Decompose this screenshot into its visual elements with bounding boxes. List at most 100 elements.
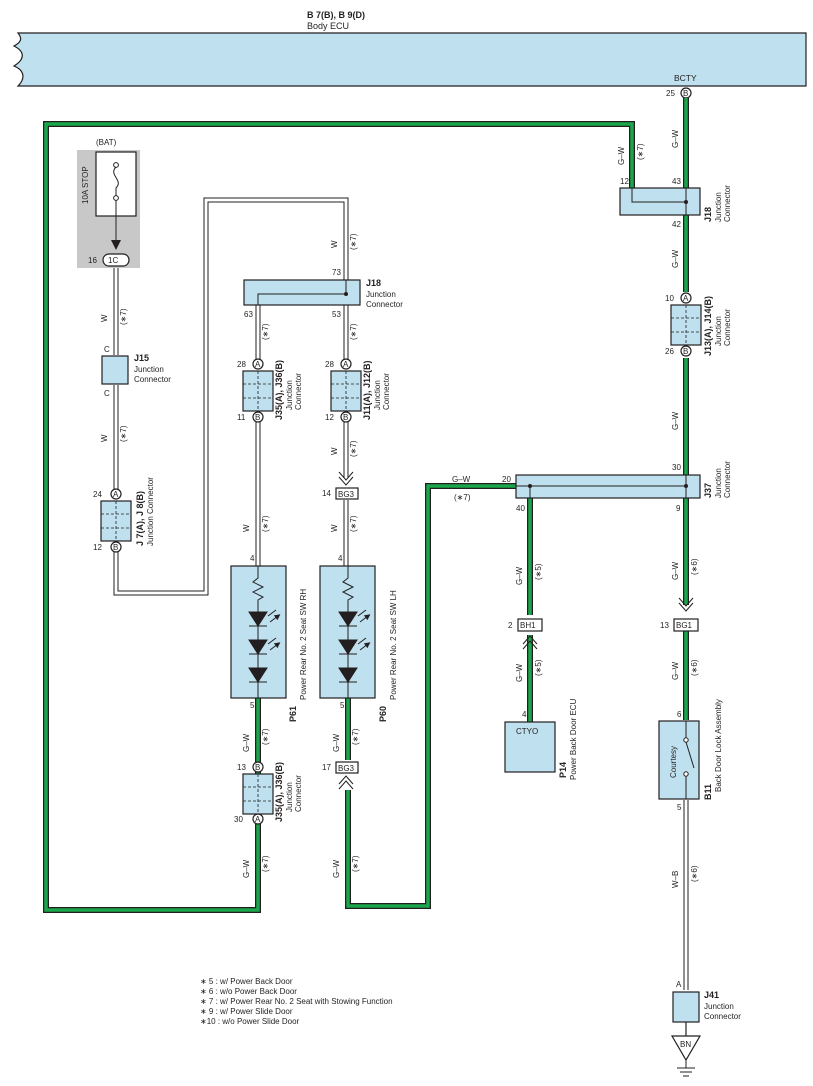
j11-line1: Junction: [373, 380, 382, 410]
j11-pin-bot: 12: [325, 413, 334, 422]
bh1-name: BH1: [520, 621, 536, 630]
wire-note-7: (∗7): [351, 728, 360, 745]
j13-pin-top: 10: [665, 294, 674, 303]
wire-color-gw: G–W: [671, 411, 680, 430]
j35-top-line2: Connector: [294, 373, 303, 410]
wire-note-7: (∗7): [261, 728, 270, 745]
wire-color-w: W: [330, 447, 339, 455]
j35-bot-letter-top: B: [255, 763, 260, 772]
j7-pin-bot: 12: [93, 543, 102, 552]
j35-bot-line2: Connector: [294, 775, 303, 812]
j41-code: J41: [704, 990, 719, 1000]
wire-color-w: W: [100, 434, 109, 442]
bg3-top-name: BG3: [338, 490, 355, 499]
bg1-name: BG1: [676, 621, 693, 630]
j18-mid-pin-right: 53: [332, 310, 341, 319]
p61-name: Power Rear No. 2 Seat SW RH: [299, 589, 308, 700]
j37-pin-bottom-right: 9: [676, 504, 681, 513]
j13-pin-bot: 26: [665, 347, 674, 356]
wire-color-gw: G–W: [332, 859, 341, 878]
wire-color-gw: G–W: [515, 663, 524, 682]
bcty-pin-number: 25: [666, 89, 675, 98]
wire-note-7: (∗7): [349, 515, 358, 532]
wire-color-gw: G–W: [617, 146, 626, 165]
p60-name: Power Rear No. 2 Seat SW LH: [389, 590, 398, 700]
p14-name: Power Back Door ECU: [569, 698, 578, 780]
wire-note-7: (∗7): [119, 425, 128, 442]
j41-connector: A J41 Junction Connector: [672, 980, 741, 1023]
j13-connector: 10 A B 26 J13(A), J14(B) Junction Connec…: [665, 292, 732, 430]
j15-code: J15: [134, 353, 149, 363]
j13-line2: Connector: [723, 309, 732, 346]
wire-note-7: (∗7): [261, 855, 270, 872]
j35-bot-letter-bot: A: [255, 815, 261, 824]
j18-mid-line1: Junction: [366, 290, 396, 299]
j7-code: J 7(A), J 8(B): [135, 491, 145, 546]
bh1-pin: 2: [508, 621, 513, 630]
wire-color-gw: G–W: [242, 859, 251, 878]
j18-mid-line2: Connector: [366, 300, 403, 309]
j18-right-pin-top: 43: [672, 177, 681, 186]
j41-pin: A: [676, 980, 682, 989]
j35-top-letter-bot: B: [255, 413, 260, 422]
wire-note-6: (∗6): [690, 659, 699, 676]
p14-code: P14: [558, 762, 568, 778]
bcty-label: BCTY: [674, 73, 697, 83]
b11-lock-assembly: 6 Courtesy 5 B11 Back Door Lock Assembly: [658, 699, 723, 812]
j13-letter-bot: B: [683, 347, 688, 356]
wire-note-7: (∗7): [454, 493, 471, 502]
bat-label: (BAT): [96, 138, 117, 147]
j35-bot-line1: Junction: [285, 782, 294, 812]
j15-line1: Junction: [134, 365, 164, 374]
wire-note-7: (∗7): [351, 855, 360, 872]
wire-note-7: (∗7): [349, 233, 358, 250]
p60-switch: 4 5 P60 Power Rear No. 2 Seat SW LH: [319, 554, 398, 722]
j35-bottom-connector: 13 B A 30 J35(A), J36(B) Junction Connec…: [234, 761, 303, 825]
wire-color-gw: G–W: [671, 249, 680, 268]
wire-note-6: (∗6): [690, 558, 699, 575]
bh1-connector: G–W (∗5) 2 BH1 G–W (∗5): [508, 563, 543, 682]
body-ecu: B 7(B), B 9(D) Body ECU BCTY 25 B: [12, 10, 807, 99]
bg1-connector: G–W (∗6) 13 BG1 G–W (∗6): [660, 558, 699, 680]
p61-switch: 4 5 P61 Power Rear No. 2 Seat SW RH: [230, 554, 308, 722]
bcty-pin-letter: B: [683, 89, 688, 98]
j37-connector: G–W (∗7) 20 30 40 9 J37 Junction Connect…: [452, 461, 732, 513]
wire-color-gw: G–W: [671, 561, 680, 580]
b11-switch-label: Courtesy: [669, 746, 678, 778]
j35-top-pin-bot: 11: [237, 413, 246, 422]
p61-pin-top: 4: [250, 554, 255, 563]
j11-connector: 28 A B 12 J11(A), J12(B) Junction Connec…: [325, 358, 391, 423]
p60-pin-bot: 5: [340, 701, 345, 710]
j35-bot-code: J35(A), J36(B): [274, 762, 284, 822]
wire-color-gw: G–W: [332, 733, 341, 752]
j35-top-pin-top: 28: [237, 360, 246, 369]
j7-pin-top: 24: [93, 490, 102, 499]
fuse-name: 10A STOP: [81, 166, 90, 204]
wire-color-gw: G–W: [242, 733, 251, 752]
j41-line1: Junction: [704, 1002, 734, 1011]
j7-letter-top: A: [113, 490, 119, 499]
wire-note-7: (∗7): [636, 143, 645, 160]
wire-color-gw: G–W: [515, 566, 524, 585]
wire-color-w: W: [242, 524, 251, 532]
j37-code: J37: [703, 483, 713, 498]
j18-right-line1: Junction: [714, 192, 723, 222]
b11-pin-bot: 5: [677, 803, 682, 812]
wire-note-5: (∗5): [534, 659, 543, 676]
wire-note-7: (∗7): [261, 323, 270, 340]
bg3-top-connector: 14 BG3: [322, 471, 359, 500]
j13-code: J13(A), J14(B): [703, 296, 713, 356]
bg3-bot-pin: 17: [322, 763, 331, 772]
green-wires: [43, 98, 689, 913]
j37-pin-bottom-left: 40: [516, 504, 525, 513]
j37-line2: Connector: [723, 461, 732, 498]
stop-fuse: (BAT) 10A STOP 1C 16: [77, 138, 140, 268]
note-5: ∗ 5 : w/ Power Back Door: [200, 977, 293, 986]
bg3-bottom-connector: 17 BG3: [322, 761, 359, 790]
j35-top-code: J35(A), J36(B): [274, 360, 284, 420]
bg3-top-pin: 14: [322, 489, 331, 498]
j35-bot-pin-top: 13: [237, 763, 246, 772]
wire-note-7: (∗7): [349, 323, 358, 340]
p61-pin-bot: 5: [250, 701, 255, 710]
p60-pin-top: 4: [338, 554, 343, 563]
